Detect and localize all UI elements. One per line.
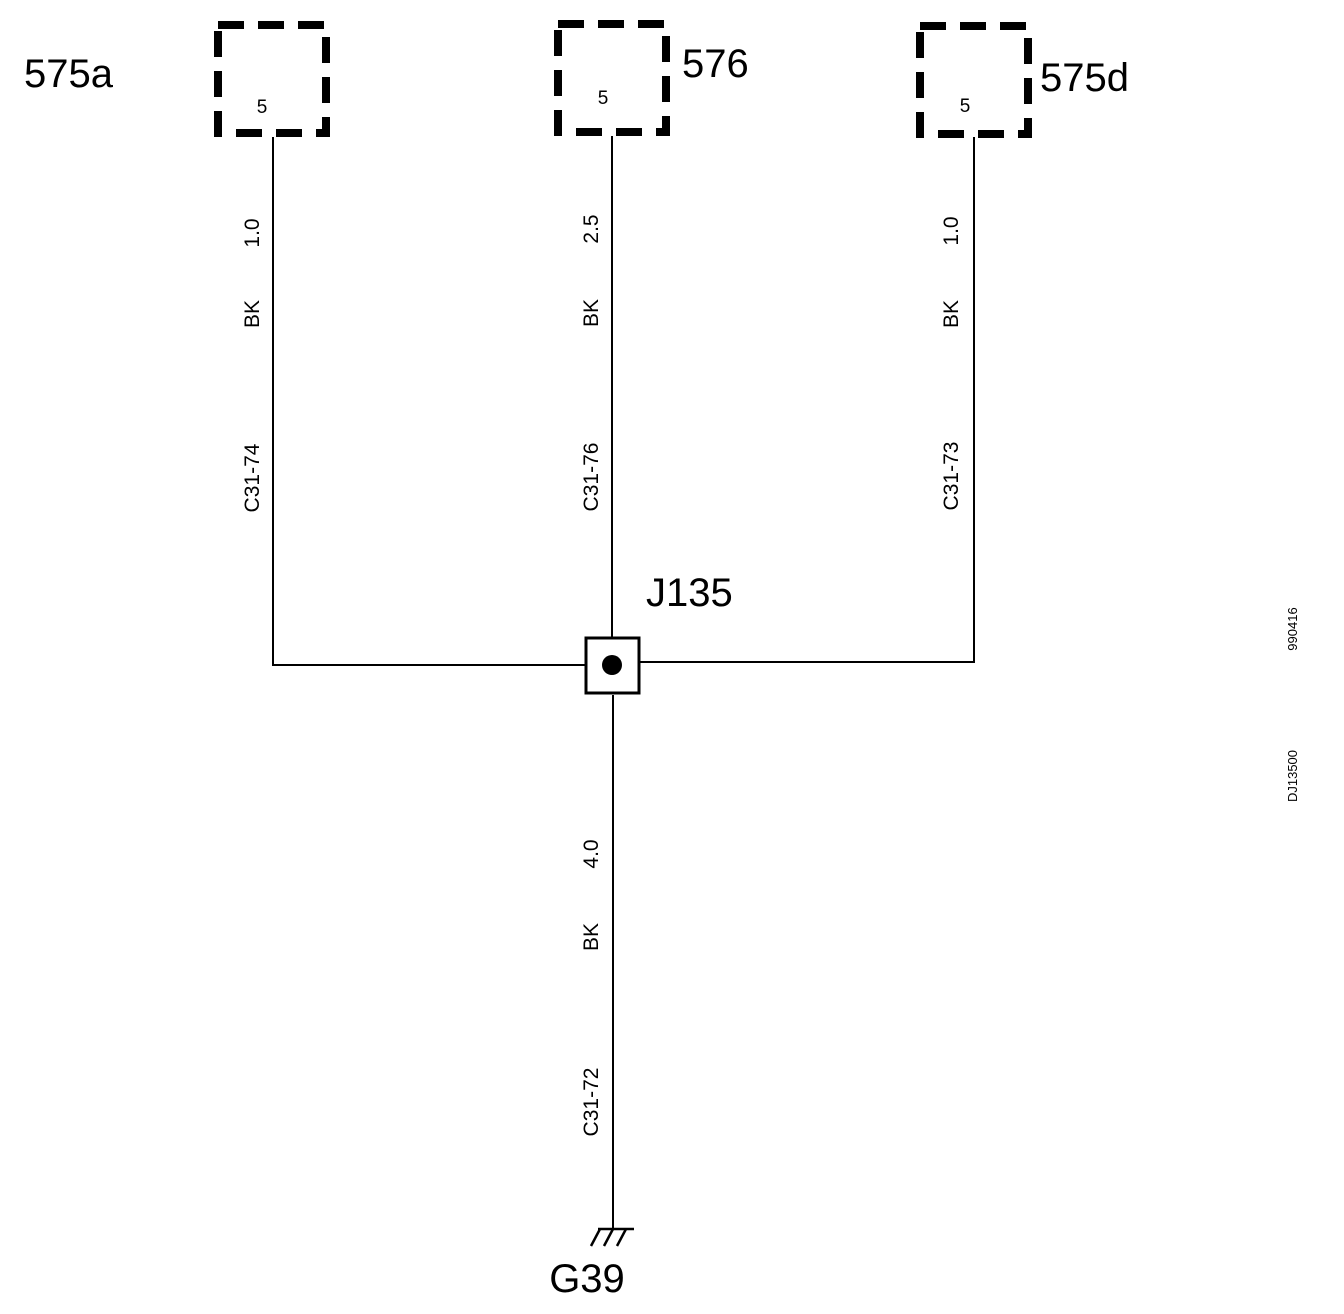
junction-dot [602,655,622,675]
connector-575d-label: 575d [1040,56,1129,100]
connector-575d: 5 575d [916,22,1129,138]
wire-c31-74-circuit: C31-74 [241,443,264,512]
connector-575a-pin: 5 [257,97,268,118]
ground-g39: G39 [549,1227,634,1301]
wire-c31-72-color: BK [580,923,603,951]
junction-j135: J135 [584,571,733,695]
wire-c31-76-size: 2.5 [580,214,603,243]
wire-c31-72-size: 4.0 [580,839,603,868]
wire-c31-73-size: 1.0 [940,216,963,245]
wire-c31-74 [272,137,586,666]
junction-label: J135 [646,571,733,615]
connector-575a: 5 575a [24,21,330,137]
connector-576: 5 576 [554,20,749,136]
connector-575a-body [214,21,330,137]
drawing-code: DJ13500 [1285,750,1300,802]
connector-576-body [554,20,670,136]
wires [272,136,975,1228]
wire-c31-74-size: 1.0 [241,218,264,247]
wire-c31-76-circuit: C31-76 [580,443,603,512]
wire-c31-76-color: BK [580,299,603,327]
wire-c31-73 [640,137,975,663]
wire-c31-73-circuit: C31-73 [940,442,963,511]
ground-icon [589,1227,634,1247]
wire-c31-73-color: BK [940,300,963,328]
date-code: 990416 [1285,607,1300,650]
connector-575d-body [916,22,1032,138]
connector-576-pin: 5 [598,88,609,109]
wire-c31-74-color: BK [241,300,264,328]
connector-575d-pin: 5 [960,96,971,117]
ground-label: G39 [549,1257,625,1301]
connector-576-label: 576 [682,42,749,86]
wire-c31-72-circuit: C31-72 [580,1068,603,1137]
connector-575a-label: 575a [24,52,114,96]
